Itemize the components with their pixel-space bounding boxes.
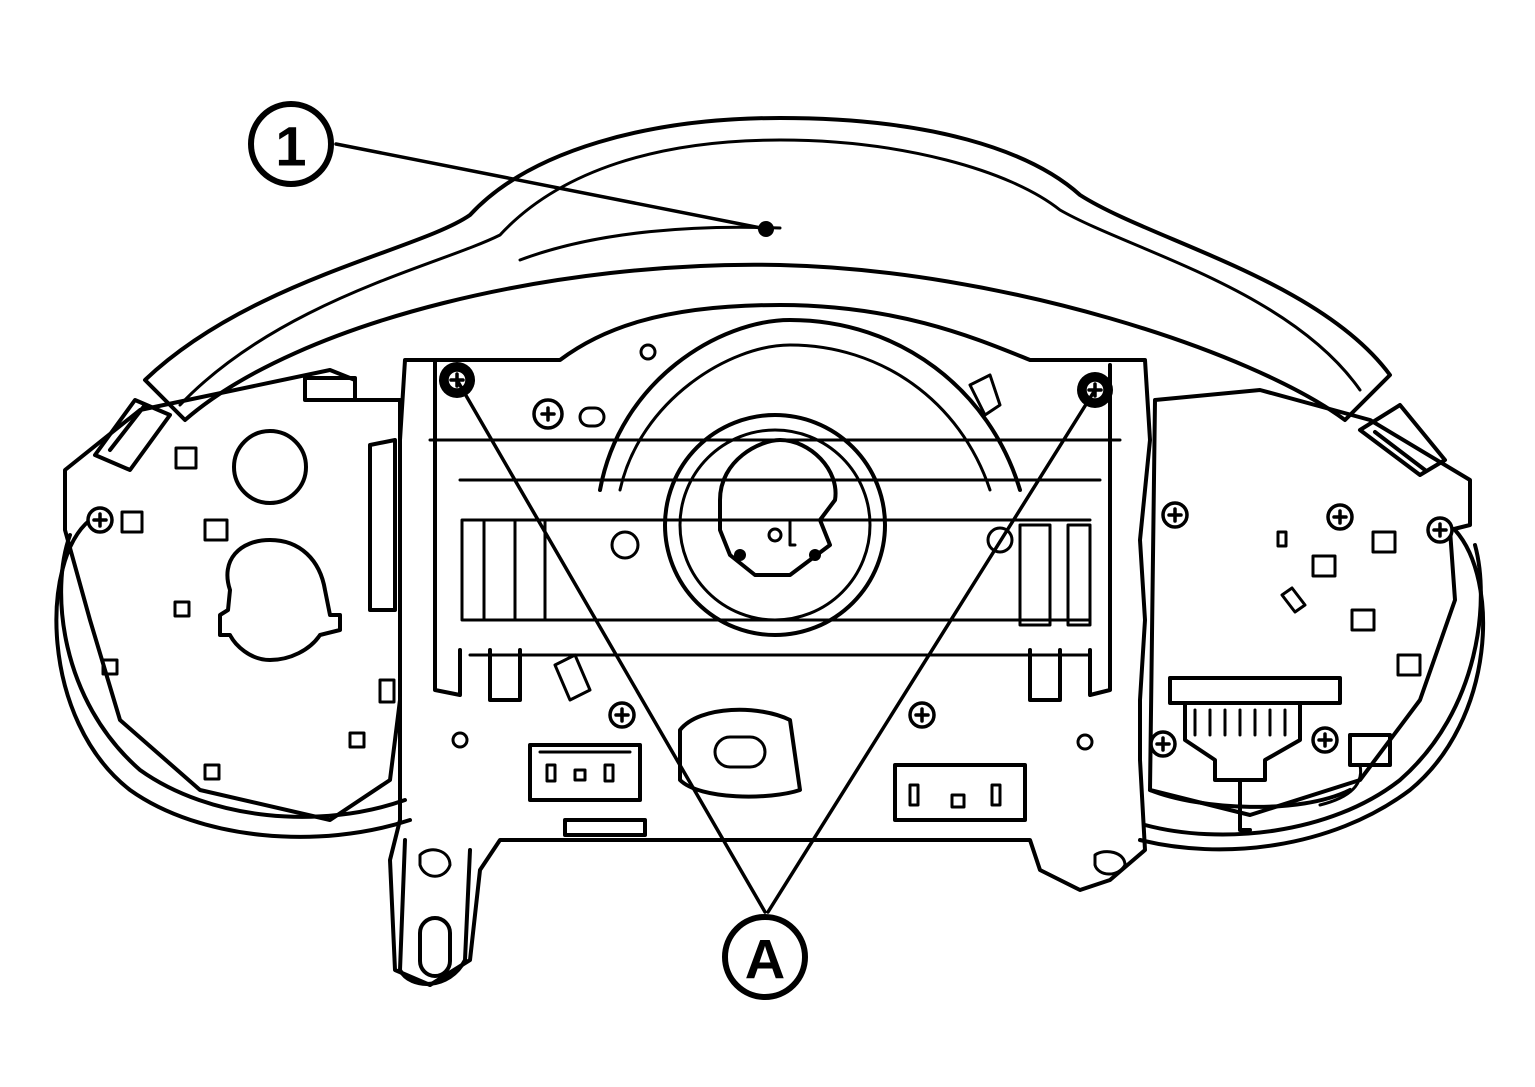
screw-icon bbox=[908, 701, 936, 729]
left-pcb-components bbox=[101, 376, 396, 781]
right-pcb-components bbox=[1148, 530, 1422, 832]
callout-a-label: A bbox=[745, 928, 785, 991]
screw-icon bbox=[1149, 730, 1177, 758]
screw-icon bbox=[86, 506, 114, 534]
screw-icon bbox=[532, 398, 564, 430]
screw-icon bbox=[1311, 726, 1339, 754]
cluster-housing bbox=[54, 116, 1486, 852]
callout-1: 1 bbox=[248, 101, 334, 187]
callout-1-label: 1 bbox=[275, 115, 306, 178]
screw-icon bbox=[608, 701, 636, 729]
center-dial-plate bbox=[368, 303, 1152, 987]
screw-icon bbox=[1426, 516, 1454, 544]
screws bbox=[86, 362, 1454, 758]
screw-icon bbox=[1326, 503, 1354, 531]
leader-lines bbox=[334, 142, 1097, 914]
screw-icon bbox=[1161, 501, 1189, 529]
callout-a: A bbox=[722, 914, 808, 1000]
